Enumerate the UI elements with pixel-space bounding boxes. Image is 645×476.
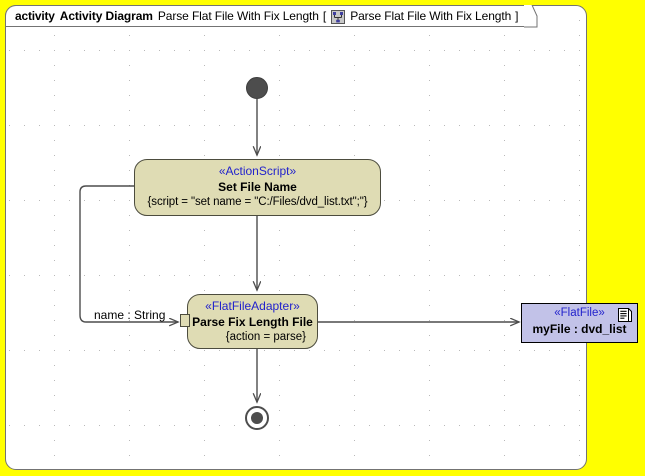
action-stereotype: «ActionScript» — [218, 164, 297, 178]
activity-final-node[interactable] — [245, 406, 269, 430]
action-name: Parse Fix Length File — [192, 315, 313, 329]
action-name: Set File Name — [218, 180, 297, 194]
frame-keyword: activity — [15, 9, 55, 23]
edge-label-name-string: name : String — [94, 308, 166, 322]
initial-node[interactable] — [246, 77, 268, 99]
object-stereotype: «FlatFile» — [554, 307, 605, 319]
bracket-open: [ — [322, 9, 327, 23]
action-properties: {action = parse} — [225, 331, 306, 343]
action-stereotype: «FlatFileAdapter» — [205, 299, 300, 313]
action-parse-fix-length-file[interactable]: «FlatFileAdapter» Parse Fix Length File … — [187, 294, 318, 349]
object-name: myFile : dvd_list — [532, 322, 627, 336]
bracket-close: ] — [515, 9, 519, 23]
frame-header-tab[interactable]: activity Activity Diagram Parse Flat Fil… — [5, 5, 525, 27]
activity-diagram-icon — [331, 10, 346, 24]
frame-name: Parse Flat File With Fix Length — [157, 9, 319, 23]
input-pin[interactable] — [180, 314, 190, 327]
object-node-flat-file[interactable]: «FlatFile» myFile : dvd_list — [521, 303, 638, 343]
document-list-icon — [618, 308, 632, 322]
activity-frame — [5, 5, 587, 470]
action-set-file-name[interactable]: «ActionScript» Set File Name {script = "… — [134, 159, 381, 216]
frame-kind-label: Activity Diagram — [59, 9, 153, 23]
frame-tab-name: Parse Flat File With Fix Length — [350, 9, 512, 23]
action-properties: {script = "set name = "C:/Files/dvd_list… — [147, 196, 368, 208]
